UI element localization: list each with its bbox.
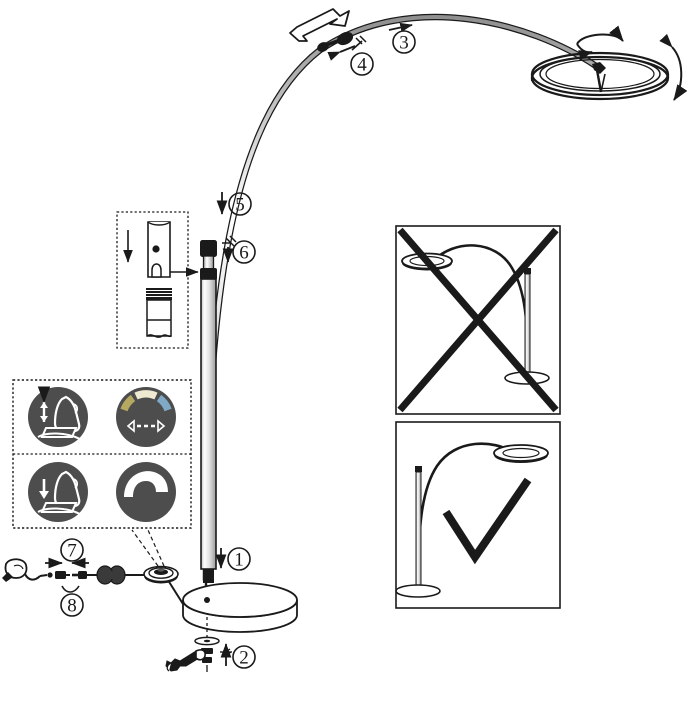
step-7-group: 7 [45,538,89,569]
wrench-tool [165,649,206,672]
foot-press-up-down-icon [28,386,88,447]
power-plug [2,558,28,582]
step-5-group: 5 [216,192,252,216]
step-2-group: 2 [165,617,256,672]
step-3-number: 3 [399,33,409,54]
correct-usage-panel [395,421,561,609]
incorrect-usage-panel [395,225,561,415]
foot-dimmer-puck [143,565,179,584]
round-base [182,582,298,633]
shade-rotate-arrow [576,25,624,61]
step-4-number: 4 [357,55,367,76]
inline-transformer [96,565,126,585]
step-1-number: 1 [234,550,244,571]
vertical-pole [200,278,217,600]
step-8-group: 8 [60,585,84,617]
arc-coupling-lower [317,38,341,52]
power-cord-assembly [2,558,184,605]
step-2-number: 2 [239,648,249,669]
arc-coupling-upper [336,31,354,46]
step-4-group: 4 [327,35,374,76]
ring-shade [530,51,670,101]
shade-tilt-arrow [659,33,688,101]
dimmer-leader-lines [131,529,165,567]
step-1-group: 1 [215,547,251,571]
step-3-group: 3 [388,22,416,54]
arc-extend-double-arrow [289,8,350,42]
color-temperature-gauge-icon [116,387,176,447]
step-6-group: 6 [222,235,256,264]
step-7-number: 7 [67,541,77,562]
upper-coupling [200,240,217,280]
coupling-sleeve-detail-inset [116,211,199,349]
brightness-arc-icon [116,462,176,522]
foot-dimmer-function-panel [12,379,192,529]
step-5-number: 5 [235,195,245,216]
connector-half-left [39,571,70,579]
step-6-number: 6 [239,243,249,264]
step-8-number: 8 [67,596,77,617]
foot-press-down-icon [28,462,88,522]
connector-half-right [72,571,87,579]
